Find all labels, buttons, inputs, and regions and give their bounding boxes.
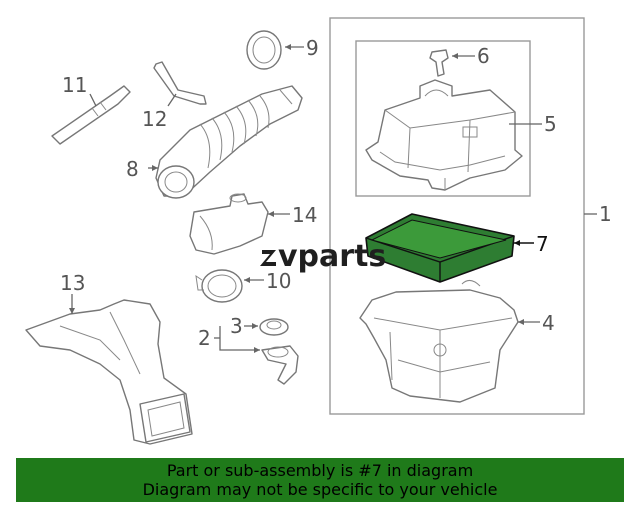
callout-2: 2 [198, 326, 211, 350]
watermark-text: vparts [278, 239, 386, 274]
callout-3: 3 [230, 314, 243, 338]
callout-14: 14 [292, 203, 317, 227]
clip-part-6: 6 [429, 44, 490, 77]
air-duct-part-13: 13 [25, 271, 193, 445]
info-banner: Part or sub-assembly is #7 in diagram Di… [16, 458, 624, 502]
callout-7: 7 [536, 232, 549, 256]
callout-13: 13 [60, 271, 85, 295]
banner-line-1: Part or sub-assembly is #7 in diagram [166, 461, 474, 480]
air-cleaner-cover [365, 79, 530, 191]
brand-watermark: vparts [260, 239, 386, 274]
hose-part-12: 12 [142, 61, 207, 131]
callout-11: 11 [62, 73, 87, 97]
callout-6: 6 [477, 44, 490, 68]
hose-part-11: 11 [51, 73, 131, 145]
air-cleaner-case: 4 [359, 280, 555, 403]
intake-hose-part-8: 8 [126, 85, 303, 199]
clamp-part-10: 10 [195, 269, 291, 303]
cover-frame [355, 40, 531, 197]
callout-10: 10 [266, 269, 291, 293]
callout-12: 12 [142, 107, 167, 131]
callout-1: 1 [599, 202, 612, 226]
callout-8: 8 [126, 157, 139, 181]
clamp-part-9: 9 [246, 30, 319, 70]
air-filter-part-7: 7 [365, 213, 549, 283]
resonator-part-14: 14 [189, 193, 317, 255]
gasket-part-3: 3 [230, 314, 289, 338]
callout-5: 5 [544, 112, 557, 136]
bracket-part-2: 2 [198, 326, 299, 385]
callout-9: 9 [306, 36, 319, 60]
banner-line-2: Diagram may not be specific to your vehi… [142, 480, 498, 499]
callout-4: 4 [542, 311, 555, 335]
assembly-frame [329, 17, 585, 415]
